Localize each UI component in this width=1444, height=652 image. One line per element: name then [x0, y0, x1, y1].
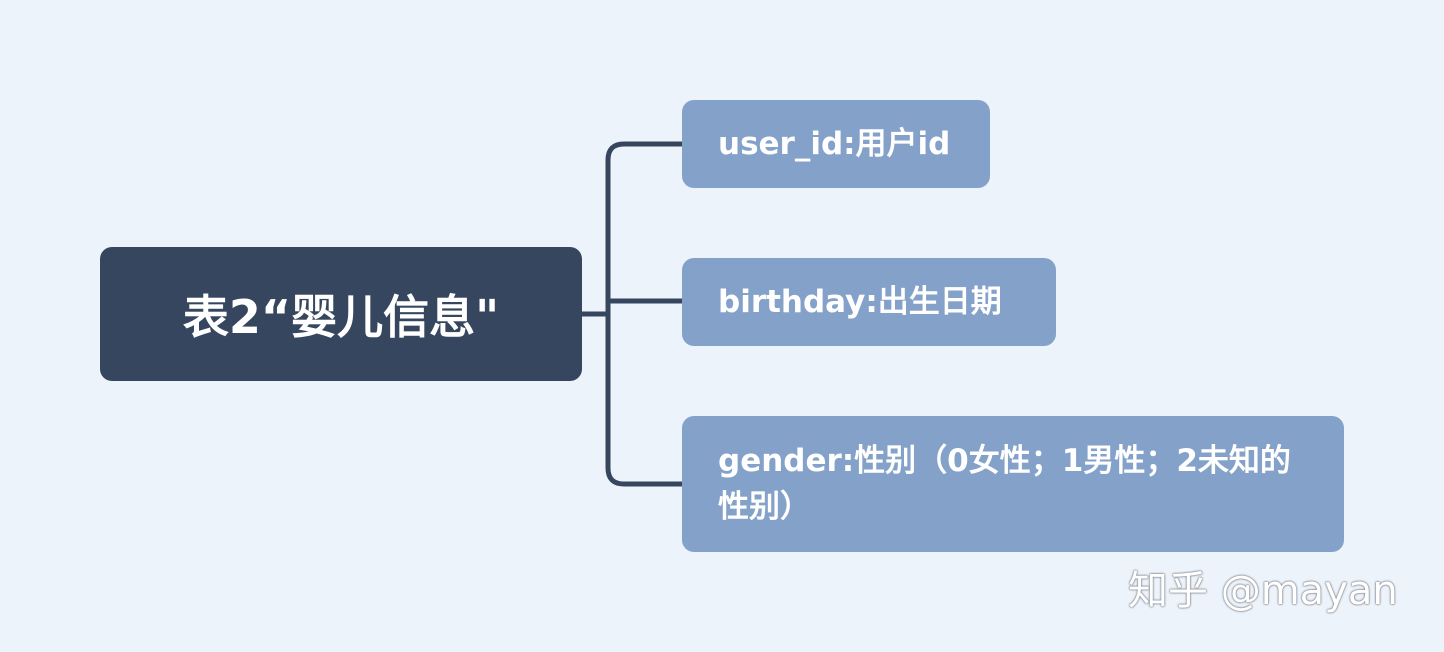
- child-node-gender: gender:性别（0女性；1男性；2未知的性别）: [682, 416, 1344, 552]
- watermark: 知乎 @mayan: [1128, 568, 1398, 614]
- connector-branch-gender: [605, 314, 682, 487]
- child-node-user-id: user_id:用户id: [682, 100, 990, 188]
- child-node-birthday: birthday:出生日期: [682, 258, 1056, 346]
- root-node: 表2“婴儿信息": [100, 247, 582, 381]
- child-node-label: birthday:出生日期: [718, 284, 1002, 320]
- connector-branch-user-id: [605, 141, 682, 314]
- child-node-label: user_id:用户id: [718, 126, 951, 162]
- root-node-label: 表2“婴儿信息": [182, 290, 500, 344]
- child-node-label: gender:性别（0女性；1男性；2未知的性别）: [718, 443, 1291, 525]
